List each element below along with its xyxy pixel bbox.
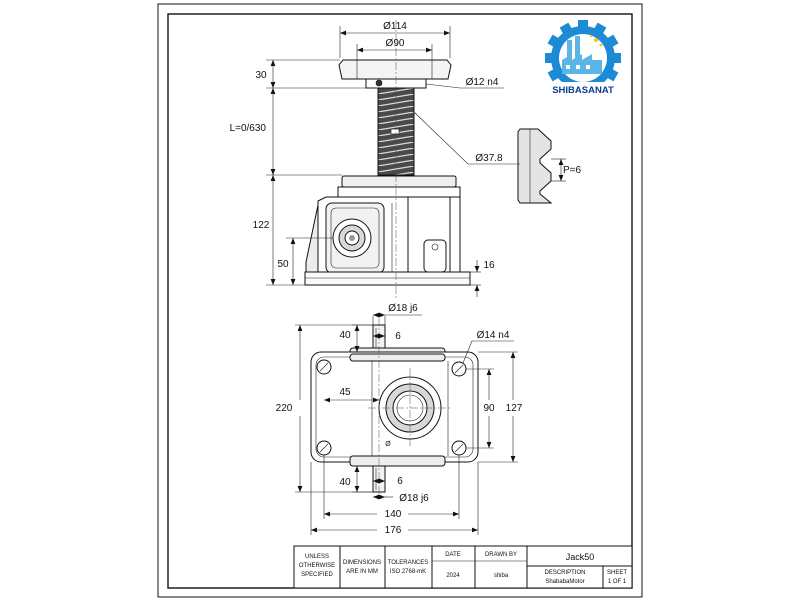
description-value: ShababaMotor [545, 579, 584, 585]
mounting-hole-mark [319, 362, 329, 372]
base-flange [304, 271, 471, 286]
title-block-frame [293, 545, 633, 589]
dim-bottom-shaft-length: 40 [339, 477, 351, 488]
general-note-line: SPECIFIED [301, 572, 333, 578]
dim-top-key-width: 6 [395, 331, 401, 342]
logo-banner [544, 82, 622, 96]
dim-top-plate-height: 30 [255, 70, 267, 81]
units-note-line: DIMENSIONS [343, 560, 381, 566]
drawn-by-value: shiba [494, 573, 509, 579]
leader-line [462, 340, 514, 364]
dim-body-height: 122 [253, 220, 270, 231]
leader-line [413, 111, 520, 165]
worm-housing-band [349, 353, 446, 362]
units-note-line: ARE IN MM [346, 569, 378, 575]
sparkle-icon [589, 34, 603, 47]
plan-view: Ø Ø18 j6 40 6 Ø14 n4 45 [276, 303, 523, 536]
elevation-view: Ø114 Ø90 30 L=0/630 122 50 16 Ø12 n4 Ø37… [230, 20, 582, 300]
collar-ring [341, 175, 457, 188]
bore-mark: Ø [385, 441, 391, 448]
sheet-value: 1 OF 1 [608, 579, 627, 585]
logo-text: SHIBASANAT [552, 85, 614, 96]
mounting-hole-mark [454, 443, 464, 453]
dim-base-width-x: 176 [385, 525, 402, 536]
screw-pin-hole [390, 128, 400, 135]
leader-line [425, 83, 504, 89]
dim-screw-dia: Ø37.8 [475, 153, 503, 164]
mounting-holes [316, 359, 467, 456]
dim-top-plate-inner-dia: Ø90 [386, 38, 405, 49]
mounting-hole-mark [454, 364, 464, 374]
dim-bottom-shaft-dia: Ø18 j6 [399, 493, 429, 504]
dim-top-shaft-dia: Ø18 j6 [388, 303, 418, 314]
dim-thread-pitch: P=6 [563, 165, 582, 176]
title-block: UNLESS OTHERWISE SPECIFIED DIMENSIONS AR… [293, 545, 633, 589]
dim-worm-axis-height: 50 [277, 259, 289, 270]
pin-hole [375, 79, 383, 87]
sheet-label: SHEET [607, 570, 627, 576]
housing-cover [337, 186, 461, 198]
dim-top-shaft-length: 40 [339, 330, 351, 341]
outer-border [157, 3, 643, 598]
top-plate [338, 59, 452, 80]
dim-bottom-key-width: 6 [397, 476, 403, 487]
general-note-line: OTHERWISE [299, 563, 335, 569]
dim-stroke-length: L=0/630 [230, 123, 267, 134]
dim-hole-spacing-y: 90 [483, 403, 495, 414]
dim-pin-dia: Ø12 n4 [466, 77, 499, 88]
dim-hole-spacing-x: 140 [385, 509, 402, 520]
mounting-hole-mark [319, 443, 329, 453]
tolerance-note-line: ISO 2768-mK [390, 569, 426, 575]
factory-icon [562, 36, 602, 74]
drawn-by-label: DRAWN BY [485, 552, 517, 558]
dim-overall-length: 220 [276, 403, 293, 414]
dim-base-width-y: 127 [506, 403, 523, 414]
worm-housing-bottom [349, 455, 446, 467]
worm-center [349, 235, 355, 241]
housing-gusset [305, 204, 319, 273]
date-label: DATE [445, 552, 461, 558]
dim-mount-hole-dia: Ø14 n4 [477, 330, 510, 341]
dim-base-thickness: 16 [483, 260, 495, 271]
company-logo: SHIBASANAT [544, 20, 622, 96]
tolerance-note-line: TOLERANCES [388, 560, 429, 566]
dim-top-plate-outer-dia: Ø114 [383, 21, 407, 32]
description-label: DESCRIPTION [544, 570, 585, 576]
general-note-line: UNLESS [305, 554, 329, 560]
date-value: 2024 [446, 573, 460, 579]
dim-shaft-offset: 45 [339, 387, 351, 398]
grease-nipple [431, 243, 439, 251]
thread-profile-detail [517, 128, 553, 204]
part-name: Jack50 [566, 552, 595, 562]
